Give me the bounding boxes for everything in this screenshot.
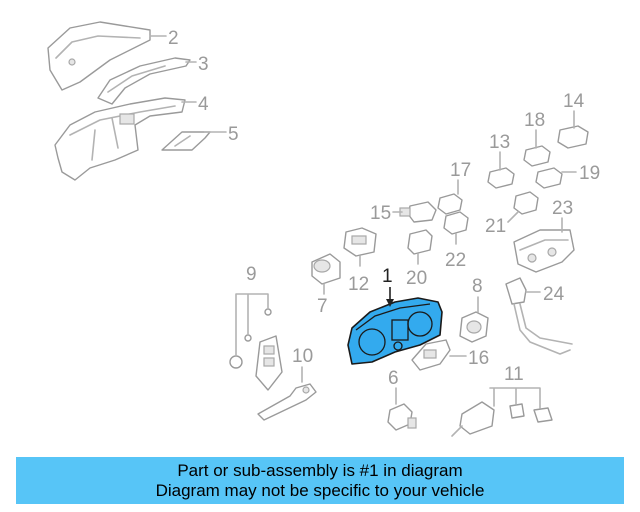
part-11-switch-assembly xyxy=(451,401,553,437)
callout-23: 23 xyxy=(552,198,573,233)
callout-21: 21 xyxy=(485,211,519,237)
callout-5: 5 xyxy=(204,124,239,145)
parts-diagram: 2 3 4 5 1 xyxy=(47,21,600,437)
part-10-key-blade xyxy=(257,383,317,421)
callout-10: 10 xyxy=(292,346,313,383)
svg-text:2: 2 xyxy=(168,28,179,49)
callout-9: 9 xyxy=(235,264,269,357)
callout-15: 15 xyxy=(370,203,403,224)
info-banner: Part or sub-assembly is #1 in diagram Di… xyxy=(16,457,624,504)
svg-text:8: 8 xyxy=(472,276,483,297)
banner-line-1: Part or sub-assembly is #1 in diagram xyxy=(177,461,463,480)
svg-text:11: 11 xyxy=(504,364,524,385)
svg-text:6: 6 xyxy=(388,368,399,389)
part-13-switch xyxy=(487,167,515,189)
svg-text:16: 16 xyxy=(468,348,489,369)
part-20-connector xyxy=(407,229,433,255)
svg-text:22: 22 xyxy=(445,250,466,271)
callout-13: 13 xyxy=(489,132,510,171)
svg-text:13: 13 xyxy=(489,132,510,153)
part-15-sensor xyxy=(399,201,437,223)
part-9-key-remote xyxy=(229,308,283,391)
part-3-dash-panel xyxy=(97,57,191,105)
callout-16: 16 xyxy=(449,348,489,369)
svg-text:14: 14 xyxy=(563,91,585,112)
callout-3: 3 xyxy=(185,54,209,75)
part-17-relay xyxy=(437,193,463,215)
svg-text:21: 21 xyxy=(485,216,506,237)
part-12-switch xyxy=(343,227,377,257)
part-2-dash-trim xyxy=(47,21,151,91)
svg-text:9: 9 xyxy=(246,264,257,285)
svg-text:24: 24 xyxy=(543,284,565,305)
svg-text:19: 19 xyxy=(579,163,600,184)
callout-14: 14 xyxy=(563,91,585,129)
callout-4: 4 xyxy=(181,94,209,115)
callout-7: 7 xyxy=(317,283,328,317)
callout-19: 19 xyxy=(561,163,600,184)
svg-text:18: 18 xyxy=(524,110,545,131)
part-23-control-module xyxy=(513,229,575,273)
callout-6: 6 xyxy=(388,368,399,405)
banner-line-2: Diagram may not be specific to your vehi… xyxy=(155,481,485,500)
svg-text:15: 15 xyxy=(370,203,391,224)
svg-text:10: 10 xyxy=(292,346,313,367)
part-6-lock-cylinder xyxy=(387,403,417,431)
part-5-bracket xyxy=(161,131,211,151)
svg-text:23: 23 xyxy=(552,198,573,219)
svg-text:1: 1 xyxy=(382,266,393,287)
part-19-switch xyxy=(535,167,563,189)
callout-22: 22 xyxy=(445,233,466,271)
callout-11: 11 xyxy=(489,364,541,409)
callout-1: 1 xyxy=(382,266,394,307)
svg-text:5: 5 xyxy=(228,124,239,145)
callout-17: 17 xyxy=(450,160,471,195)
part-14-switch xyxy=(557,125,589,149)
part-1-instrument-cluster xyxy=(347,297,443,365)
callout-20: 20 xyxy=(406,253,427,289)
part-22-relay xyxy=(443,211,469,235)
callout-24: 24 xyxy=(525,284,565,305)
svg-text:3: 3 xyxy=(198,54,209,75)
callout-2: 2 xyxy=(149,28,179,49)
svg-text:20: 20 xyxy=(406,268,427,289)
svg-text:7: 7 xyxy=(317,296,328,317)
part-18-switch xyxy=(523,145,551,167)
svg-text:12: 12 xyxy=(348,274,369,295)
part-8-switch xyxy=(459,311,489,343)
part-21-switch xyxy=(513,191,539,215)
svg-text:17: 17 xyxy=(450,160,471,181)
callout-18: 18 xyxy=(524,110,545,149)
part-4-dash-carrier xyxy=(54,97,186,181)
part-16-bracket xyxy=(411,339,451,371)
part-7-switch xyxy=(311,253,341,285)
part-24-wiring xyxy=(505,277,573,355)
callout-12: 12 xyxy=(348,255,369,295)
svg-text:4: 4 xyxy=(198,94,209,115)
callout-8: 8 xyxy=(472,276,483,313)
